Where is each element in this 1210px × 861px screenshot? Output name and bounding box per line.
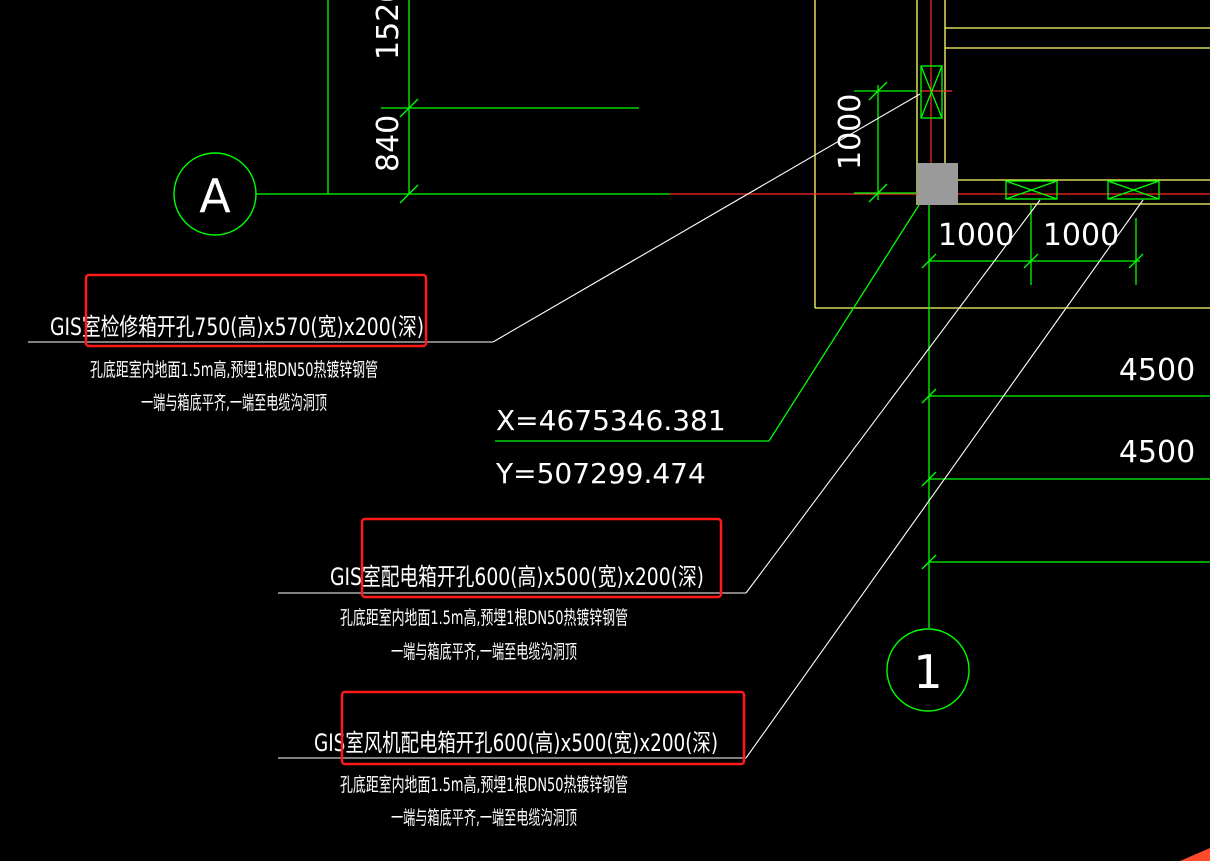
highlight-box-1 [84,273,428,348]
annotation-2-line2: 一端与箱底平齐,一端至电缆沟洞顶 [391,641,577,663]
annotation-1-title: GIS室检修箱开孔750(高)x570(宽)x200(深) [50,313,424,341]
axis-bubble-1 [886,628,970,712]
axis-and-dimension-lines [256,0,1210,628]
embedded-box-horizontal-2 [1107,180,1160,200]
coordinate-y: Y=507299.474 [495,457,706,490]
embedded-box-vertical [920,65,943,119]
dimension-1000-right: 1000 [1043,218,1119,253]
annotation-3-line1: 孔底距室内地面1.5m高,预埋1根DN50热镀锌钢管 [340,774,628,796]
dimension-1520: 1520 [371,0,406,60]
annotation-1-line2: 一端与箱底平齐,一端至电缆沟洞顶 [141,392,327,414]
wall-outline [814,0,1210,309]
annotation-3-line2: 一端与箱底平齐,一端至电缆沟洞顶 [391,807,577,829]
highlight-boxes [84,273,746,766]
structural-column [917,163,958,205]
leader-lines [28,93,1144,759]
axis-bubble-a [173,152,257,236]
dimension-1000-vertical: 1000 [833,94,868,170]
axis-label-1: 1 [913,645,942,699]
annotation-3-title: GIS室风机配电箱开孔600(高)x500(宽)x200(深) [314,729,718,757]
highlight-box-3 [340,690,746,766]
dimension-1000-left: 1000 [938,218,1014,253]
embedded-box-horizontal-1 [1005,180,1058,200]
cursor-fragment [1180,848,1210,861]
axis-label-a: A [199,169,231,223]
highlight-box-2 [360,517,723,599]
dimension-4500-top: 4500 [1119,353,1195,388]
dimension-840: 840 [371,115,406,172]
coordinate-x: X=4675346.381 [496,404,726,437]
dimension-4500-bottom: 4500 [1119,435,1195,470]
annotation-2-title: GIS室配电箱开孔600(高)x500(宽)x200(深) [330,563,704,591]
annotation-2-line1: 孔底距室内地面1.5m高,预埋1根DN50热镀锌钢管 [340,607,628,629]
annotation-1-line1: 孔底距室内地面1.5m高,预埋1根DN50热镀锌钢管 [90,359,378,381]
